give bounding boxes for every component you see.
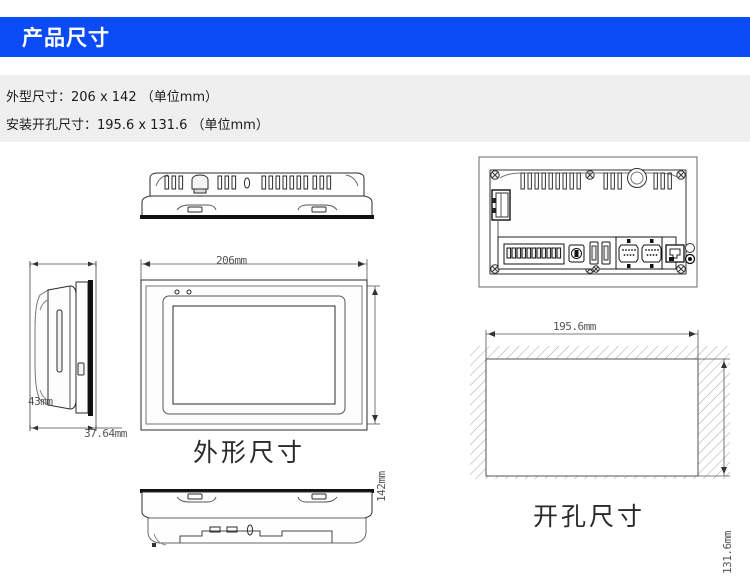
cutout-view-drawing [470, 330, 730, 479]
section-header-band: 产品尺寸 [0, 17, 750, 57]
side-view-depth-dimension: 43mm [28, 395, 53, 408]
spec-strip: 外型尺寸：206 x 142 （单位mm） 安装开孔尺寸：195.6 x 131… [0, 75, 750, 142]
top-view-drawing [140, 172, 374, 219]
spec-line-cutout: 安装开孔尺寸：195.6 x 131.6 （单位mm） [6, 118, 269, 133]
front-view-drawing [140, 259, 380, 431]
drawing-canvas: 43mm 37.64mm [0, 142, 750, 579]
caption-cutout-dimensions: 开孔尺寸 [533, 502, 646, 531]
rear-view-drawing [478, 156, 698, 288]
spec-line-outline: 外型尺寸：206 x 142 （单位mm） [6, 90, 219, 105]
front-view-width-dimension: 206mm [216, 254, 247, 267]
caption-outline-dimensions: 外形尺寸 [193, 438, 306, 467]
cutout-height-dimension: 131.6mm [721, 531, 734, 574]
bottom-view-drawing [140, 489, 374, 547]
side-view-drawing [29, 261, 122, 431]
page-title: 产品尺寸 [22, 26, 110, 50]
side-view-bezel-dimension: 37.64mm [84, 427, 127, 440]
cutout-width-dimension: 195.6mm [553, 320, 596, 333]
